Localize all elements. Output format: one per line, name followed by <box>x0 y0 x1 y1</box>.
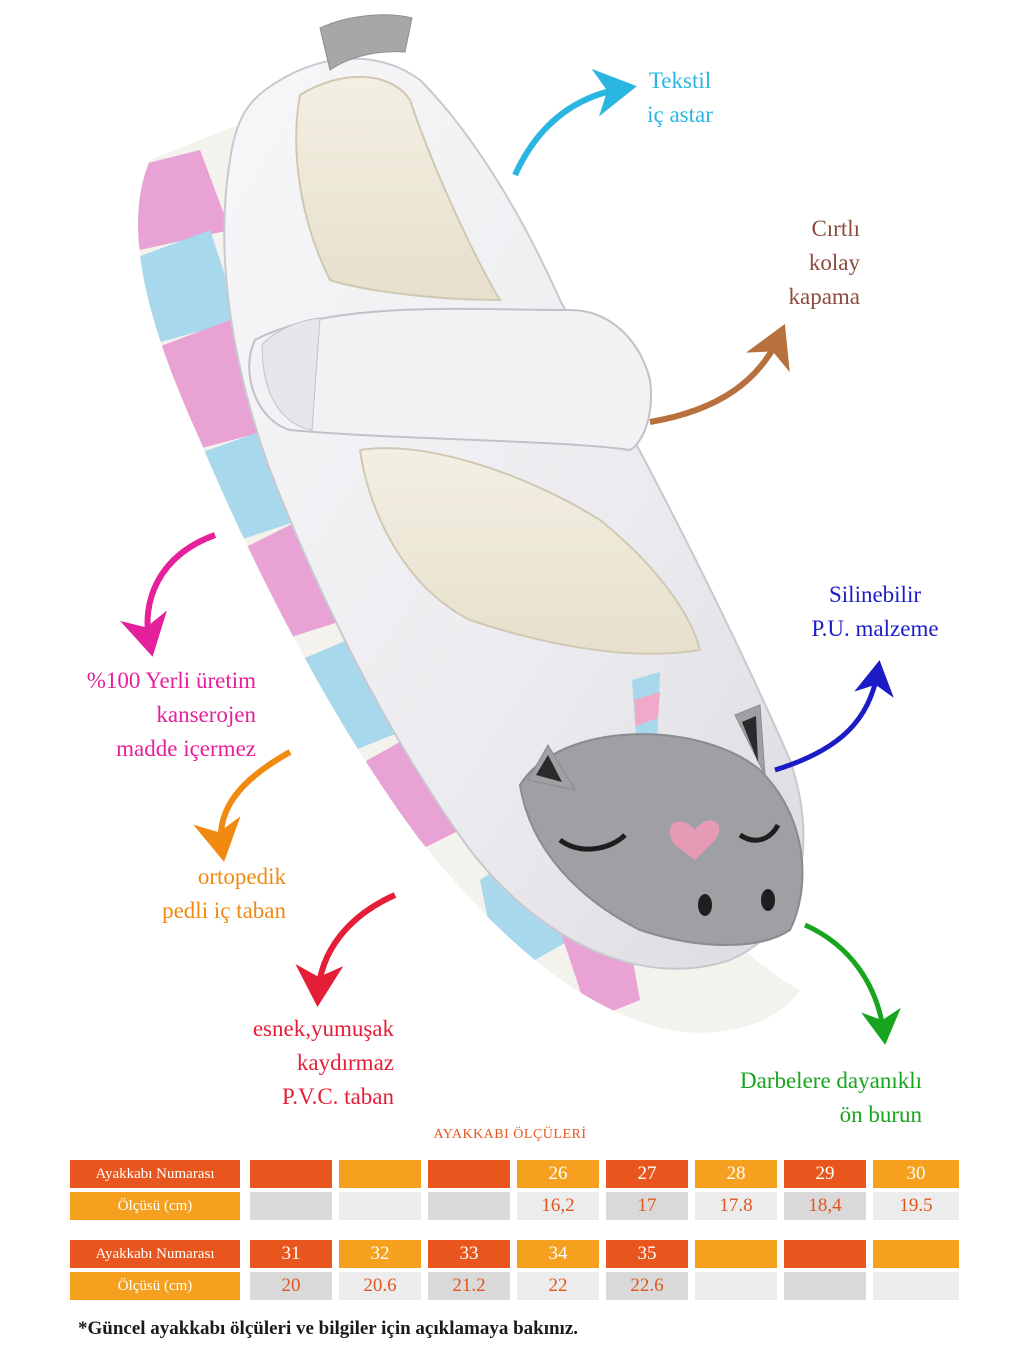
arrow-silinebilir-icon <box>774 660 894 773</box>
size-label: Ayakkabı Numarası <box>70 1160 240 1188</box>
measure-cell: 18,4 <box>784 1192 866 1220</box>
measure-cell <box>784 1272 866 1300</box>
measure-cell <box>873 1272 959 1300</box>
footnote: *Güncel ayakkabı ölçüleri ve bilgiler iç… <box>78 1318 579 1339</box>
size-label: Ayakkabı Numarası <box>70 1240 240 1268</box>
measure-cell <box>339 1192 421 1220</box>
size-cell: 35 <box>606 1240 688 1268</box>
size-cell <box>695 1240 777 1268</box>
measure-cell: 22 <box>517 1272 599 1300</box>
size-table-title: AYAKKABI ÖLÇÜLERİ <box>433 1127 587 1142</box>
arrow-tekstil-icon <box>512 68 637 177</box>
measure-cell: 19.5 <box>873 1192 959 1220</box>
inner-lining-front <box>358 447 702 655</box>
unicorn-face <box>518 704 804 946</box>
callout-silinebilir-pu: Silinebilir P.U. malzeme <box>811 582 939 641</box>
measure-cell: 16,2 <box>517 1192 599 1220</box>
size-cell <box>428 1160 510 1188</box>
inner-lining-rear <box>295 75 502 302</box>
size-cell: 26 <box>517 1160 599 1188</box>
size-cell: 29 <box>784 1160 866 1188</box>
callout-tekstil-ic-astar: Tekstil iç astar <box>647 68 713 127</box>
size-cell: 32 <box>339 1240 421 1268</box>
size-cell <box>339 1160 421 1188</box>
arrow-cirtli-icon <box>649 324 790 425</box>
callout-ortopedik-taban: ortopedik pedli iç taban <box>162 864 286 923</box>
arrow-yerli-icon <box>120 532 217 657</box>
callout-cirtli-kapama: Cırtlı kolay kapama <box>788 216 860 309</box>
measure-cell: 22.6 <box>606 1272 688 1300</box>
measure-cell <box>695 1272 777 1300</box>
callout-yerli-uretim: %100 Yerli üretim kanserojen madde içerm… <box>86 668 256 761</box>
size-cell: 31 <box>250 1240 332 1268</box>
size-cell: 28 <box>695 1160 777 1188</box>
measure-cell: 17 <box>606 1192 688 1220</box>
arrow-ortopedik-icon <box>193 749 292 862</box>
shoe-illustration <box>120 14 901 1045</box>
callout-darbe-burun: Darbelere dayanıklı ön burun <box>740 1068 922 1127</box>
size-cell: 34 <box>517 1240 599 1268</box>
measure-label: Ölçüsü (cm) <box>70 1272 240 1300</box>
size-cell <box>784 1240 866 1268</box>
measure-cell: 20.6 <box>339 1272 421 1300</box>
callout-esnek-taban: esnek,yumuşak kaydırmaz P.V.C. taban <box>252 1016 394 1109</box>
heel-tab-glitter <box>319 14 413 71</box>
measure-label: Ölçüsü (cm) <box>70 1192 240 1220</box>
size-cell <box>873 1240 959 1268</box>
arrow-darbe-icon <box>803 922 901 1045</box>
size-cell: 30 <box>873 1160 959 1188</box>
measure-cell: 20 <box>250 1272 332 1300</box>
measure-cell: 21.2 <box>428 1272 510 1300</box>
measure-cell <box>428 1192 510 1220</box>
measure-cell <box>250 1192 332 1220</box>
size-cell: 27 <box>606 1160 688 1188</box>
size-cell <box>250 1160 332 1188</box>
measure-cell: 17.8 <box>695 1192 777 1220</box>
velcro-strap <box>248 307 652 452</box>
arrow-esnek-icon <box>295 892 397 1007</box>
size-cell: 33 <box>428 1240 510 1268</box>
